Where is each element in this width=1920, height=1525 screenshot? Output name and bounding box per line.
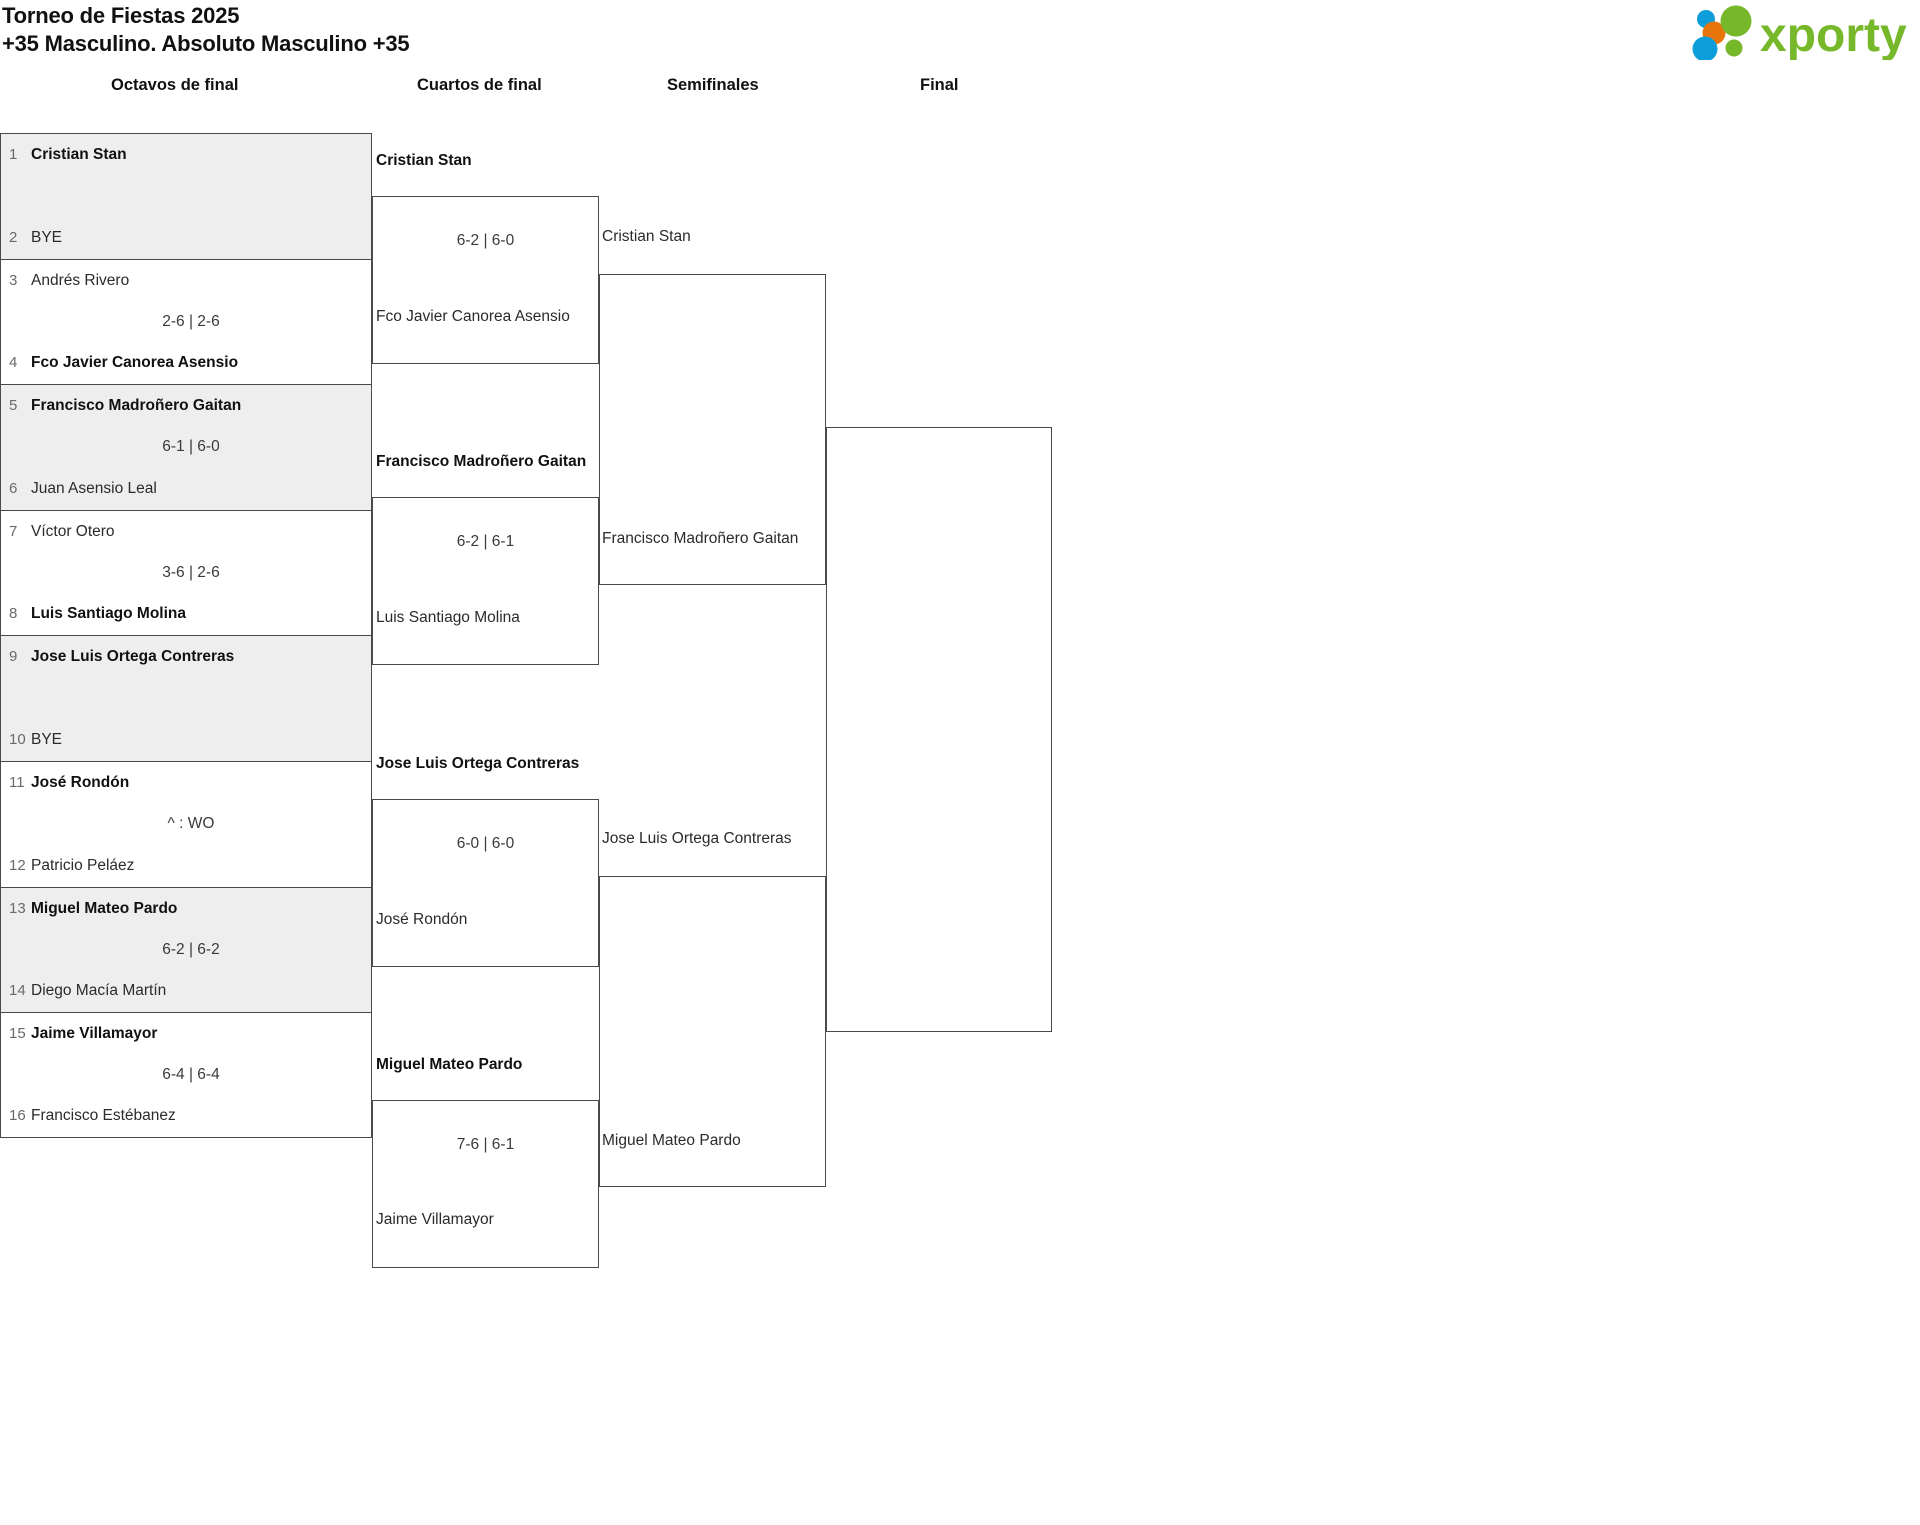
table-row[interactable]: 5 Francisco Madroñero Gaitan 6-1 | 6-0 6… [0,384,372,510]
seed-number: 14 [9,982,26,1000]
tournament-title: Torneo de Fiestas 2025 [2,3,240,28]
list-item[interactable]: 14 Diego Macía Martín [9,982,166,1000]
player-name: Patricio Peláez [31,856,135,874]
list-item[interactable]: 8 Luis Santiago Molina [9,605,186,623]
player-name[interactable]: Jose Luis Ortega Contreras [376,755,580,772]
match-score: ^ : WO [167,815,215,833]
round-octavos-column: 1 Cristian Stan 2 BYE 3 Andrés Rivero 2-… [0,133,372,1138]
bracket-connector[interactable] [372,196,599,364]
bracket-connector[interactable] [372,497,599,665]
table-row[interactable]: 13 Miguel Mateo Pardo 6-2 | 6-2 14 Diego… [0,886,372,1013]
table-row[interactable]: 3 Andrés Rivero 2-6 | 2-6 4 Fco Javier C… [0,258,372,385]
page-header: Torneo de Fiestas 2025 +35 Masculino. Ab… [0,0,1920,70]
player-name[interactable]: José Rondón [376,911,468,928]
xporty-logo[interactable]: xporty [1688,4,1914,60]
player-name: Luis Santiago Molina [31,605,187,623]
bracket-connector[interactable] [372,1100,599,1268]
seed-number: 1 [9,146,18,163]
list-item[interactable]: 6 Juan Asensio Leal [9,480,157,498]
bracket-connector[interactable] [599,876,826,1187]
round-header-final: Final [920,76,959,94]
table-row[interactable]: 1 Cristian Stan 2 BYE [0,133,372,259]
list-item[interactable]: 7 Víctor Otero [9,523,115,541]
match-score: 6-4 | 6-4 [162,1065,220,1083]
list-item[interactable]: 3 Andrés Rivero [9,272,129,290]
player-name: Francisco Madroñero Gaitan [31,397,242,415]
logo-dot-green-small [1725,39,1743,57]
list-item[interactable]: 9 Jose Luis Ortega Contreras [9,648,234,666]
player-name[interactable]: Luis Santiago Molina [376,609,520,626]
table-row[interactable]: 11 José Rondón ^ : WO 12 Patricio Peláez [0,760,372,887]
seed-number: 10 [9,730,26,748]
tournament-category: +35 Masculino. Absoluto Masculino +35 [2,31,410,56]
player-name[interactable]: Miguel Mateo Pardo [376,1056,523,1073]
bracket-connector[interactable] [826,427,1052,1032]
player-name: Fco Javier Canorea Asensio [31,354,239,372]
player-name: Víctor Otero [31,522,115,540]
seed-number: 8 [9,605,18,623]
seed-number: 16 [9,1106,26,1124]
player-name[interactable]: Francisco Madroñero Gaitan [376,453,587,470]
round-header-semifinales: Semifinales [667,76,759,94]
match-score: 6-2 | 6-0 [456,232,515,249]
seed-number: 5 [9,397,18,415]
seed-number: 12 [9,856,26,874]
list-item[interactable]: 13 Miguel Mateo Pardo [9,900,177,918]
seed-number: 6 [9,479,18,497]
seed-number: 13 [9,899,26,917]
player-name: José Rondón [31,773,130,791]
seed-number: 11 [9,773,25,791]
match-score: 7-6 | 6-1 [456,1136,515,1153]
bracket-connector[interactable] [599,274,826,585]
match-score: 6-1 | 6-0 [162,438,220,456]
list-item[interactable]: 4 Fco Javier Canorea Asensio [9,354,238,372]
player-name: BYE [31,730,63,748]
player-name: Juan Asensio Leal [31,479,157,497]
round-header-cuartos: Cuartos de final [417,76,542,94]
seed-number: 2 [9,228,18,246]
table-row[interactable]: 15 Jaime Villamayor 6-4 | 6-4 16 Francis… [0,1012,372,1138]
logo-dot-blue-large [1692,36,1718,60]
player-name[interactable]: Miguel Mateo Pardo [602,1132,741,1149]
logo-wordmark: xporty [1760,9,1907,60]
list-item[interactable]: 1 Cristian Stan [9,146,127,164]
match-score: 2-6 | 2-6 [162,312,220,330]
match-score: 6-2 | 6-2 [162,940,220,958]
player-name: Cristian Stan [31,146,127,163]
seed-number: 15 [9,1025,26,1043]
player-name: Francisco Estébanez [31,1106,176,1124]
table-row[interactable]: 7 Víctor Otero 3-6 | 2-6 8 Luis Santiago… [0,509,372,636]
table-row[interactable]: 9 Jose Luis Ortega Contreras 10 BYE [0,635,372,761]
seed-number: 3 [9,271,18,289]
player-name: BYE [31,228,63,246]
seed-number: 4 [9,354,18,372]
list-item[interactable]: 5 Francisco Madroñero Gaitan [9,397,241,415]
player-name: Miguel Mateo Pardo [31,899,178,917]
list-item[interactable]: 11 José Rondón [9,774,129,792]
seed-number: 9 [9,648,18,666]
list-item[interactable]: 2 BYE [9,229,62,247]
list-item[interactable]: 10 BYE [9,731,62,749]
list-item[interactable]: 12 Patricio Peláez [9,857,134,875]
player-name[interactable]: Cristian Stan [602,228,691,245]
player-name: Jose Luis Ortega Contreras [31,648,235,666]
list-item[interactable]: 16 Francisco Estébanez [9,1107,176,1125]
player-name: Diego Macía Martín [31,982,167,1000]
logo-dot-green-large [1720,5,1752,37]
bracket-connector[interactable] [372,799,599,967]
player-name[interactable]: Jaime Villamayor [376,1211,494,1228]
title-block: Torneo de Fiestas 2025 +35 Masculino. Ab… [2,2,410,58]
match-score: 6-0 | 6-0 [456,835,515,852]
player-name: Andrés Rivero [31,271,130,289]
seed-number: 7 [9,522,18,540]
match-score: 3-6 | 2-6 [162,564,220,582]
list-item[interactable]: 15 Jaime Villamayor [9,1025,157,1043]
player-name[interactable]: Cristian Stan [376,152,472,169]
player-name: Jaime Villamayor [31,1025,158,1043]
match-score: 6-2 | 6-1 [456,533,515,550]
player-name[interactable]: Fco Javier Canorea Asensio [376,308,570,325]
round-header-octavos: Octavos de final [111,76,239,94]
player-name[interactable]: Francisco Madroñero Gaitan [602,530,799,547]
player-name[interactable]: Jose Luis Ortega Contreras [602,830,792,847]
